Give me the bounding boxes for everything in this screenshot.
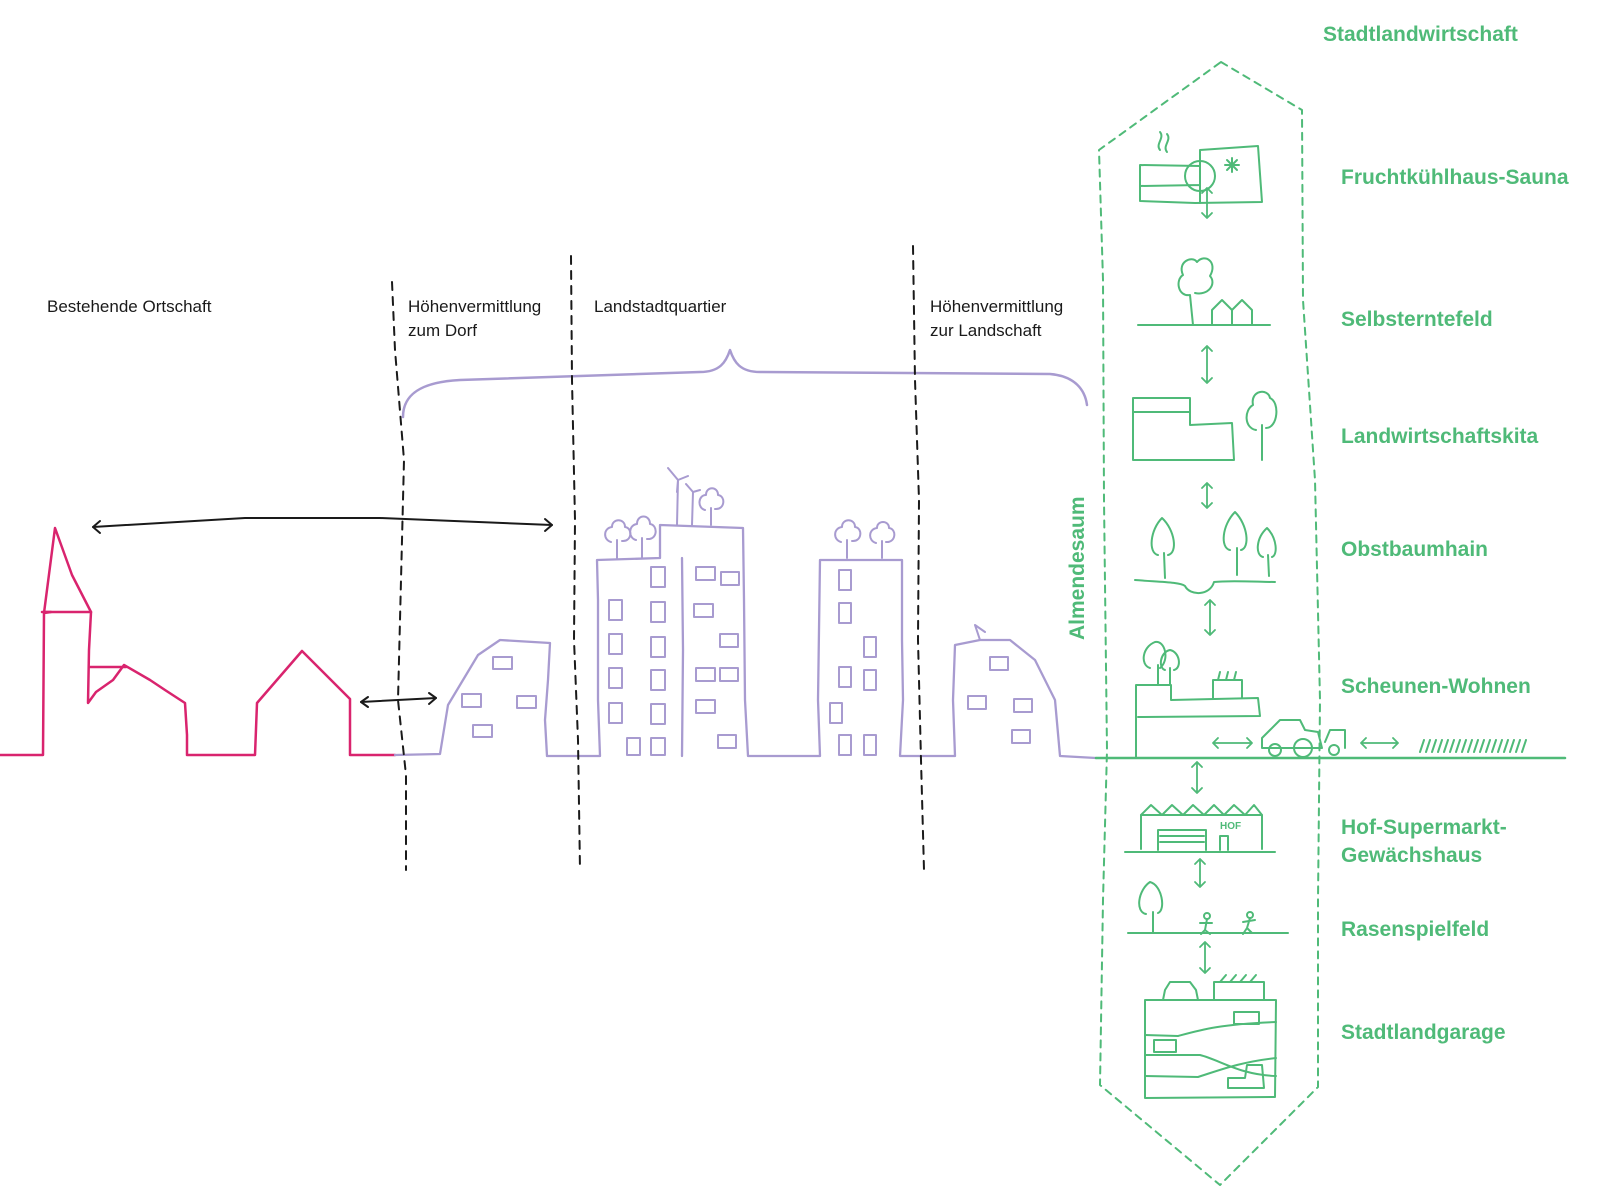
lawn-field-icon xyxy=(1128,882,1288,934)
quarter-ground-line xyxy=(395,525,1096,758)
zone-label-transition-village: Höhenvermittlung zum Dorf xyxy=(408,297,542,340)
item-label-farm-kindergarten: Landwirtschaftskita xyxy=(1341,425,1539,448)
hof-sign: HOF xyxy=(1220,821,1241,832)
agriculture-column xyxy=(1096,62,1565,1185)
item-label-lawn-field: Rasenspielfeld xyxy=(1341,918,1490,941)
item-label-garage: Stadtlandgarage xyxy=(1341,1021,1506,1044)
greenhouse-market-icon xyxy=(1125,805,1275,852)
item-label-greenhouse-market: Hof-Supermarkt- Gewächshaus xyxy=(1341,816,1507,867)
item-label-harvest-field: Selbsterntefeld xyxy=(1341,308,1493,331)
cooling-sauna-icon xyxy=(1140,132,1262,203)
distance-arrows xyxy=(93,518,552,707)
arrow-house-building xyxy=(361,698,436,702)
item-label-cooling-sauna: Fruchtkühlhaus-Sauna xyxy=(1341,166,1569,189)
wind-turbine-icon xyxy=(668,468,688,525)
zone-label-quarter: Landstadtquartier xyxy=(594,297,727,316)
orchard-icon xyxy=(1135,512,1276,593)
roof-trees xyxy=(605,468,985,640)
tractor-icon xyxy=(1262,720,1345,748)
zone-label-existing-village: Bestehende Ortschaft xyxy=(47,297,212,316)
church-silhouette xyxy=(0,528,395,755)
landstadt-quarter xyxy=(395,468,1096,758)
separator-village xyxy=(392,282,406,870)
connector-arrows xyxy=(1192,188,1398,973)
tower-divider-line xyxy=(682,558,683,756)
separator-quarter xyxy=(571,256,580,870)
farm-kindergarten-icon xyxy=(1133,392,1276,460)
separator-landscape xyxy=(913,246,924,870)
harvest-field-icon xyxy=(1138,258,1270,325)
zone-separators xyxy=(392,246,924,870)
fringe-label: Almendesaum xyxy=(1066,496,1089,640)
column-outline xyxy=(1099,62,1320,1185)
arrow-church-quarter xyxy=(93,518,552,527)
barn-living-icon xyxy=(1136,642,1526,757)
item-label-barn-living: Scheunen-Wohnen xyxy=(1341,675,1531,698)
item-label-orchard: Obstbaumhain xyxy=(1341,538,1489,561)
quarter-brace xyxy=(403,350,1087,417)
zone-label-transition-landscape: Höhenvermittlung zur Landschaft xyxy=(930,297,1064,340)
column-title: Stadtlandwirtschaft xyxy=(1323,23,1518,46)
garage-icon xyxy=(1145,975,1276,1098)
existing-village xyxy=(0,528,395,755)
windows xyxy=(462,567,1032,755)
field-rows-icon xyxy=(1420,740,1526,752)
